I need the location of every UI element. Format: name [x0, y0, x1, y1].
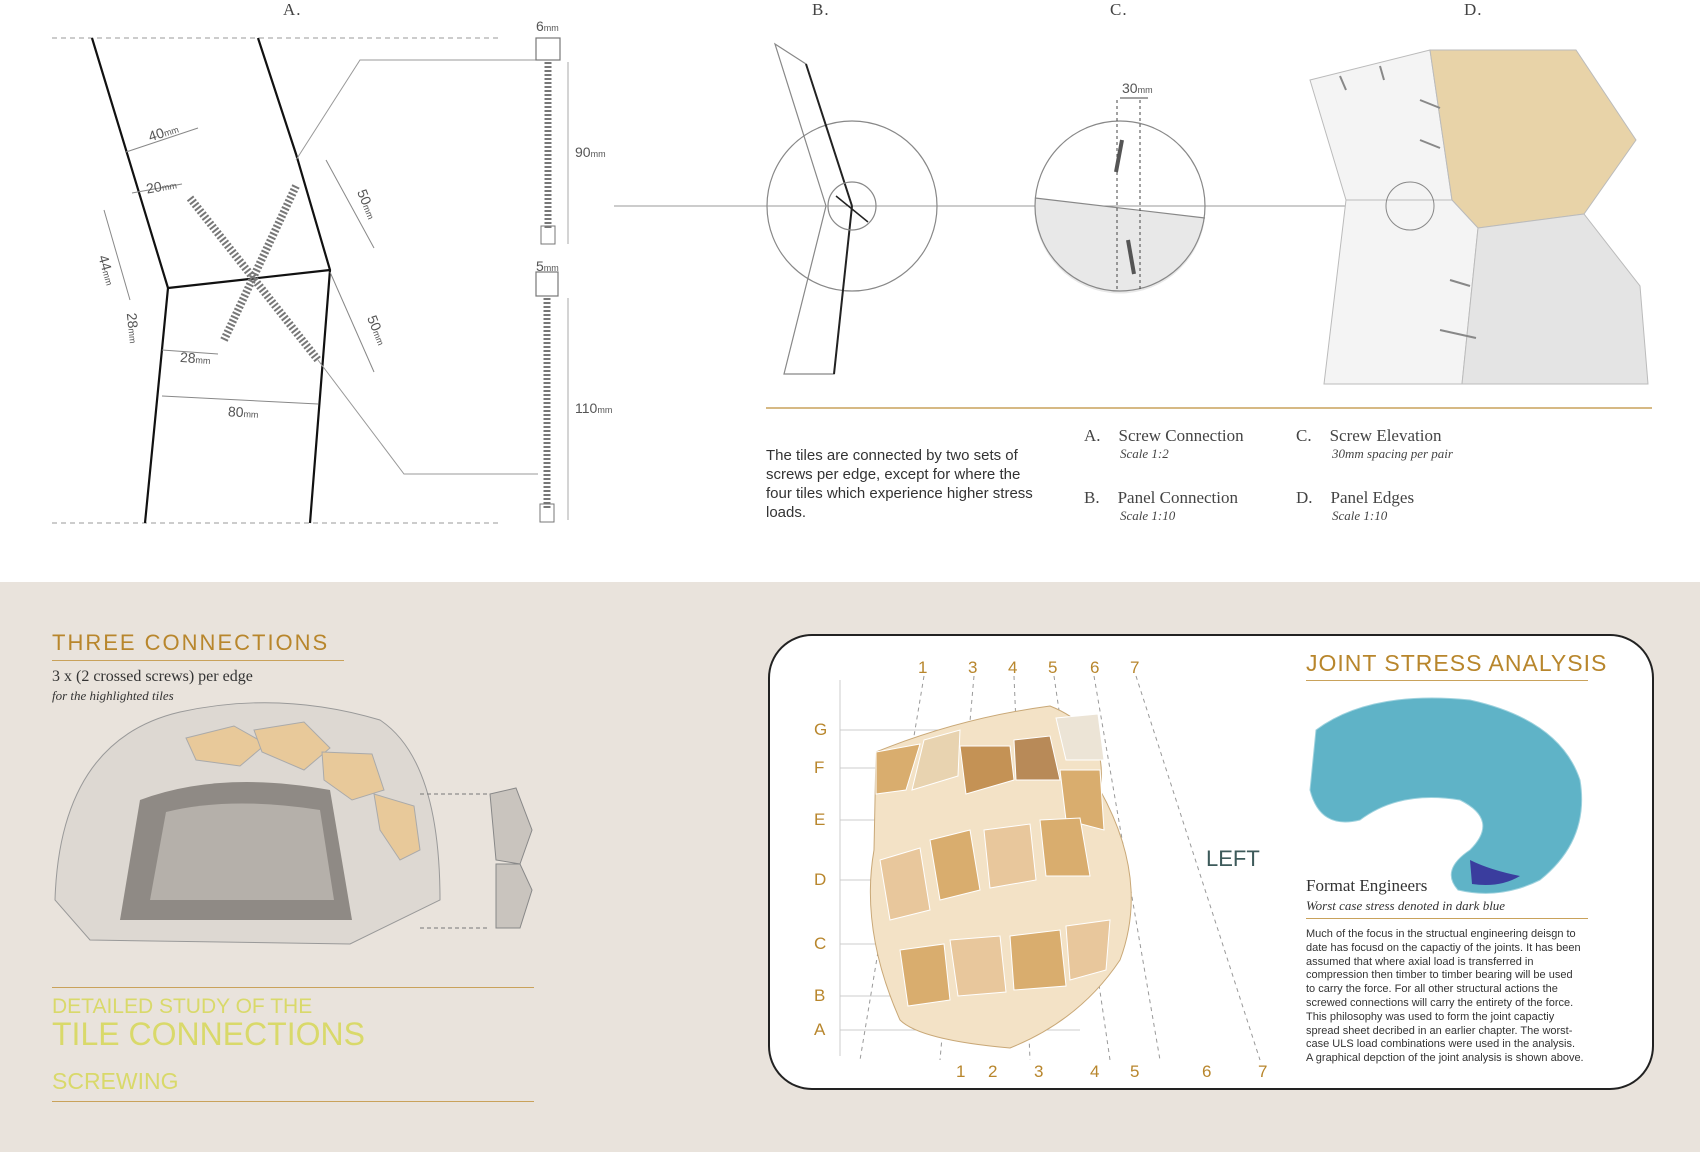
dim-110: 110mm	[575, 400, 612, 416]
dim-90: 90mm	[575, 144, 606, 160]
grid-bottom-2: 2	[988, 1062, 998, 1081]
panel-connection-drawing	[766, 42, 938, 375]
legend-b: B. Panel Connection Scale 1:10	[1084, 488, 1238, 524]
legend-a-sub: Scale 1:2	[1120, 446, 1169, 461]
grid-row-e: E	[814, 810, 826, 829]
dim-30: 30mm	[1122, 80, 1153, 96]
grid-top-6: 6	[1090, 658, 1100, 677]
grid-row-a: A	[814, 1020, 826, 1039]
legend-d-title: Panel Edges	[1330, 488, 1415, 507]
three-connections-note: for the highlighted tiles	[52, 688, 174, 703]
three-connections-title: THREE CONNECTIONS	[52, 630, 330, 655]
grid-bottom-1: 1	[956, 1062, 966, 1081]
grid-bottom-6: 6	[1202, 1062, 1212, 1081]
three-connections-rule	[52, 660, 344, 661]
dim-unit: mm	[543, 23, 559, 33]
study-line1: DETAILED STUDY OF THE	[52, 995, 313, 1018]
study-rule-bottom	[52, 1101, 534, 1102]
legend-a-key: A.	[1084, 426, 1101, 445]
grid-bottom-7: 7	[1258, 1062, 1268, 1081]
label-c: C.	[1110, 0, 1128, 19]
dim-30-value: 30	[1122, 80, 1138, 96]
dim-90-value: 90	[575, 144, 591, 160]
grid-top-1: 1	[918, 658, 928, 677]
left-label: LEFT	[1206, 846, 1260, 871]
legend-c-title: Screw Elevation	[1329, 426, 1442, 445]
screw-connection-drawing	[52, 37, 569, 524]
label-a: A.	[283, 0, 302, 19]
grid-row-d: D	[814, 870, 827, 889]
grid-top-5: 5	[1048, 658, 1058, 677]
grid-top-3: 3	[968, 658, 978, 677]
dim-unit: mm	[543, 263, 559, 273]
dim-5-value: 5	[536, 258, 544, 274]
dim-110-value: 110	[575, 400, 598, 416]
study-rule-top	[52, 987, 534, 988]
grid-bottom-5: 5	[1130, 1062, 1140, 1081]
analysis-paragraph: Much of the focus in the structual engin…	[1306, 928, 1584, 1065]
legend-c-sub: 30mm spacing per pair	[1332, 446, 1453, 461]
label-d: D.	[1464, 0, 1483, 19]
legend-d-key: D.	[1296, 488, 1313, 507]
legend-a: A. Screw Connection Scale 1:2	[1084, 426, 1244, 462]
grid-top-7: 7	[1130, 658, 1140, 677]
legend-b-title: Panel Connection	[1117, 488, 1238, 507]
dim-unit: mm	[590, 149, 606, 159]
three-connections-sub: 3 x (2 crossed screws) per edge	[52, 668, 253, 685]
dim-unit: mm	[1137, 85, 1153, 95]
panel-edges-drawing	[1309, 49, 1649, 385]
grid-row-f: F	[814, 758, 825, 777]
legend-d: D. Panel Edges Scale 1:10	[1296, 488, 1414, 524]
legend-b-sub: Scale 1:10	[1120, 508, 1176, 523]
dim-6: 6mm	[536, 18, 559, 34]
grid-top-4: 4	[1008, 658, 1018, 677]
joint-stress-title: JOINT STRESS ANALYSIS	[1306, 650, 1608, 676]
format-engineers-sub: Worst case stress denoted in dark blue	[1306, 898, 1506, 913]
study-line2: TILE CONNECTIONS	[52, 1016, 365, 1052]
connection-description: The tiles are connected by two sets of s…	[766, 447, 1033, 521]
screw-elevation-drawing	[1034, 97, 1206, 294]
dim-5: 5mm	[536, 258, 559, 274]
grid-bottom-3: 3	[1034, 1062, 1044, 1081]
grid-bottom-4: 4	[1090, 1062, 1100, 1081]
top-drawings	[52, 37, 1652, 524]
legend-a-title: Screw Connection	[1118, 426, 1244, 445]
legend-c-key: C.	[1296, 426, 1312, 445]
legend-b-key: B.	[1084, 488, 1100, 507]
dim-6-value: 6	[536, 18, 544, 34]
grid-row-g: G	[814, 720, 828, 739]
legend-d-sub: Scale 1:10	[1332, 508, 1388, 523]
joint-stress-rule	[1306, 680, 1588, 681]
dim-unit: mm	[597, 405, 613, 415]
grid-row-b: B	[814, 986, 826, 1005]
format-rule	[1306, 918, 1588, 919]
format-engineers-title: Format Engineers	[1306, 876, 1428, 895]
study-line3: SCREWING	[52, 1068, 179, 1094]
label-b: B.	[812, 0, 830, 19]
grid-row-c: C	[814, 934, 827, 953]
legend-c: C. Screw Elevation 30mm spacing per pair	[1296, 426, 1453, 462]
